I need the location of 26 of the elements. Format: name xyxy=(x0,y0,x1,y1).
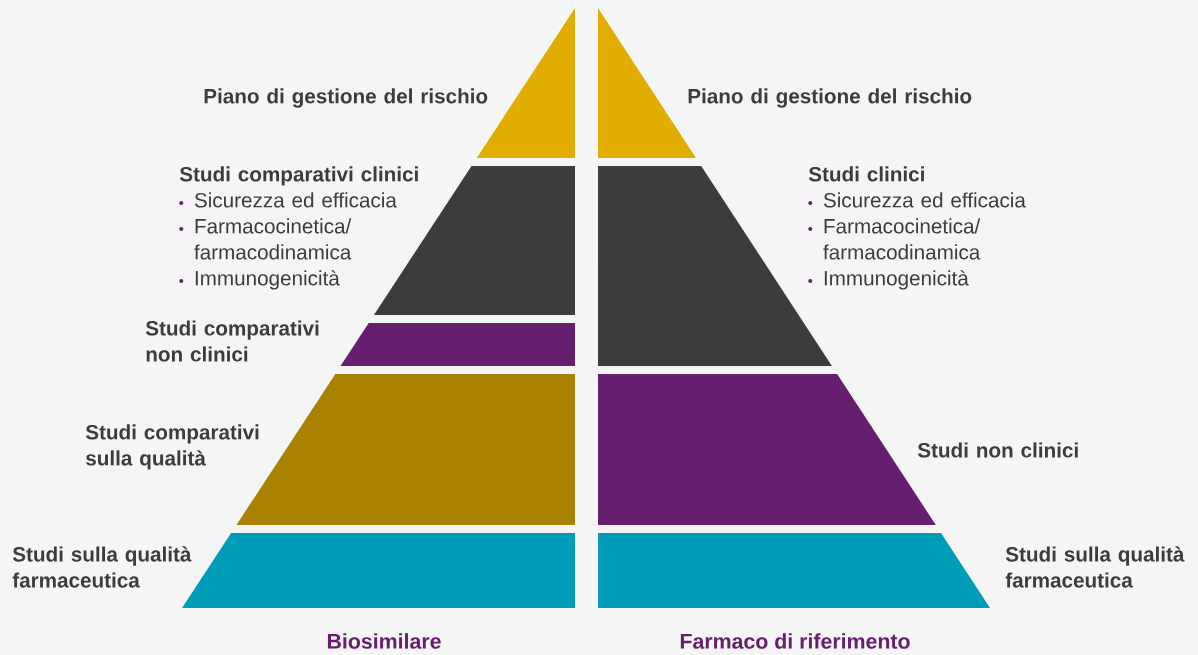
pyramid-band: Studi sulla qualità farmaceutica xyxy=(598,533,1185,608)
node-label: Sicurezza ed efficacia xyxy=(823,192,1026,208)
node-label: Farmacocinetica/ farmacodinamica xyxy=(823,218,981,260)
node-label: Immunogenicità xyxy=(195,270,340,290)
node-label: Studi non clinici xyxy=(917,442,1078,458)
node-label: Sicurezza ed efficacia xyxy=(194,192,397,208)
pyramid-title: Farmaco di riferimento xyxy=(680,633,910,649)
pyramid-band: Studi comparativi sulla qualità xyxy=(85,374,575,525)
node-label: Studi comparativi sulla qualità xyxy=(85,424,259,470)
node-label: Piano di gestione del rischio xyxy=(688,88,972,108)
node-label: Studi sulla qualità farmaceutica xyxy=(12,546,192,588)
pyramid-band: Piano di gestione del rischio xyxy=(598,8,972,158)
pyramid-band: Studi non clinici xyxy=(598,374,1078,525)
node-label: Studi clinici xyxy=(808,166,924,182)
pyramid-title: Biosimilare xyxy=(327,633,441,649)
node-label: Studi sulla qualità farmaceutica xyxy=(1005,546,1185,588)
node-label: Farmacocinetica/ farmacodinamica xyxy=(194,218,352,260)
node-label: Studi comparativi non clinici xyxy=(145,320,319,362)
pyramid-band: Studi comparativi clinici Sicurezza ed efficacia Farmacocinetica/ farmacodinamica Immunogenicità xyxy=(179,166,575,315)
pyramid-band: Studi comparativi non clinici xyxy=(145,320,575,366)
pyramid-band: Studi clinici Sicurezza ed efficacia Farmacocinetica/ farmacodinamica Immunogenicità xyxy=(598,166,1026,366)
node-label: Immunogenicità xyxy=(824,270,969,290)
node-label: Piano di gestione del rischio xyxy=(204,88,488,108)
pyramid-band: Piano di gestione del rischio xyxy=(204,8,575,158)
pyramid-band: Studi sulla qualità farmaceutica xyxy=(12,533,575,608)
node-label: Studi comparativi clinici xyxy=(179,166,418,186)
